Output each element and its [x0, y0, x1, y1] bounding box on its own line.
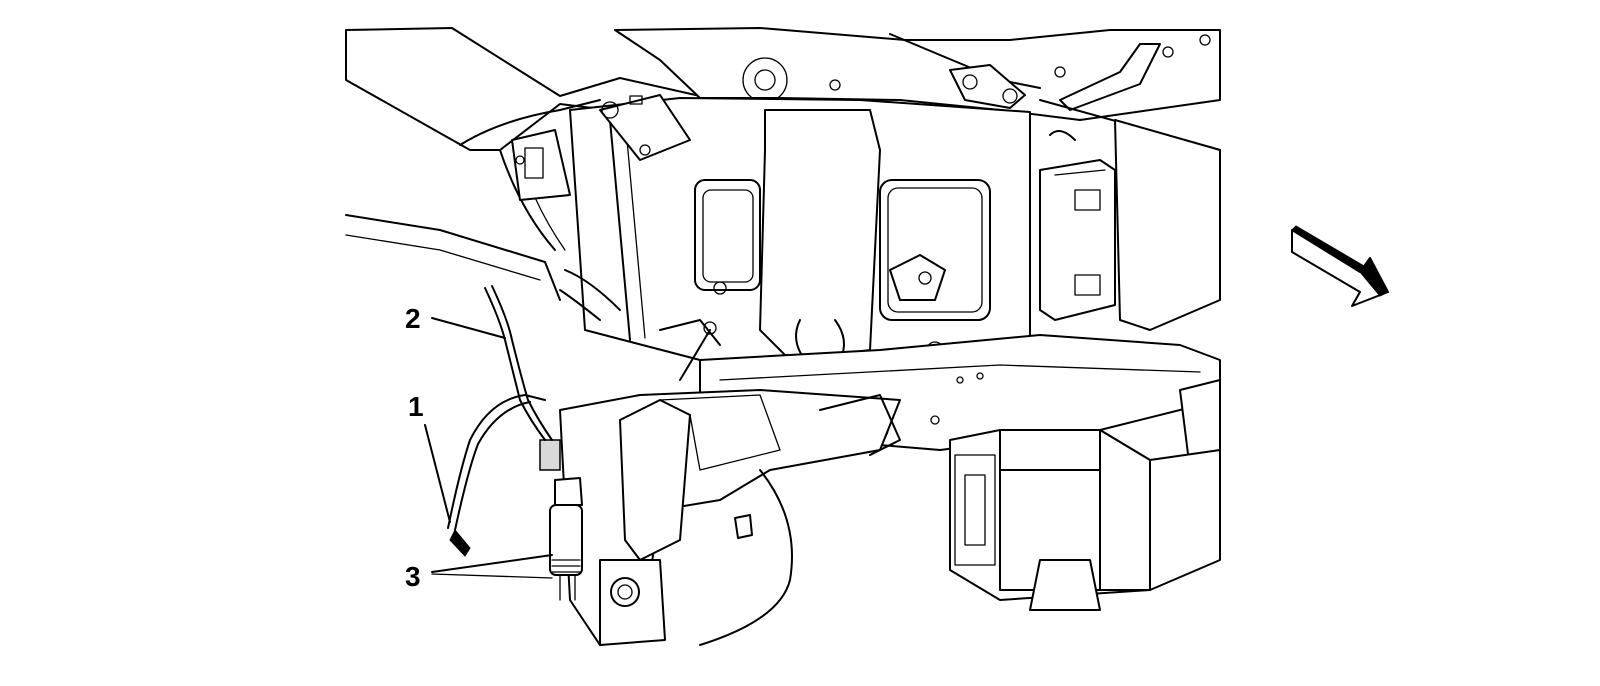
callout-leaders [424, 317, 553, 579]
fender-wheelhouse [345, 27, 701, 301]
front-direction-arrow-icon [1291, 225, 1389, 307]
callout-2: 2 [405, 303, 421, 334]
cowl-panel [614, 27, 1221, 151]
leader-line-3 [431, 554, 553, 573]
washer-fluid-reservoir [559, 389, 901, 646]
leader-line-1 [424, 424, 451, 523]
radiator-support [569, 94, 1031, 361]
callout-1: 1 [408, 391, 424, 422]
washer-hose-and-wiring [447, 269, 721, 557]
washer-pump [539, 439, 583, 601]
relay-block [1039, 130, 1116, 321]
lower-module [949, 429, 1221, 611]
callout-3: 3 [405, 561, 421, 592]
leader-line-2 [431, 317, 506, 339]
